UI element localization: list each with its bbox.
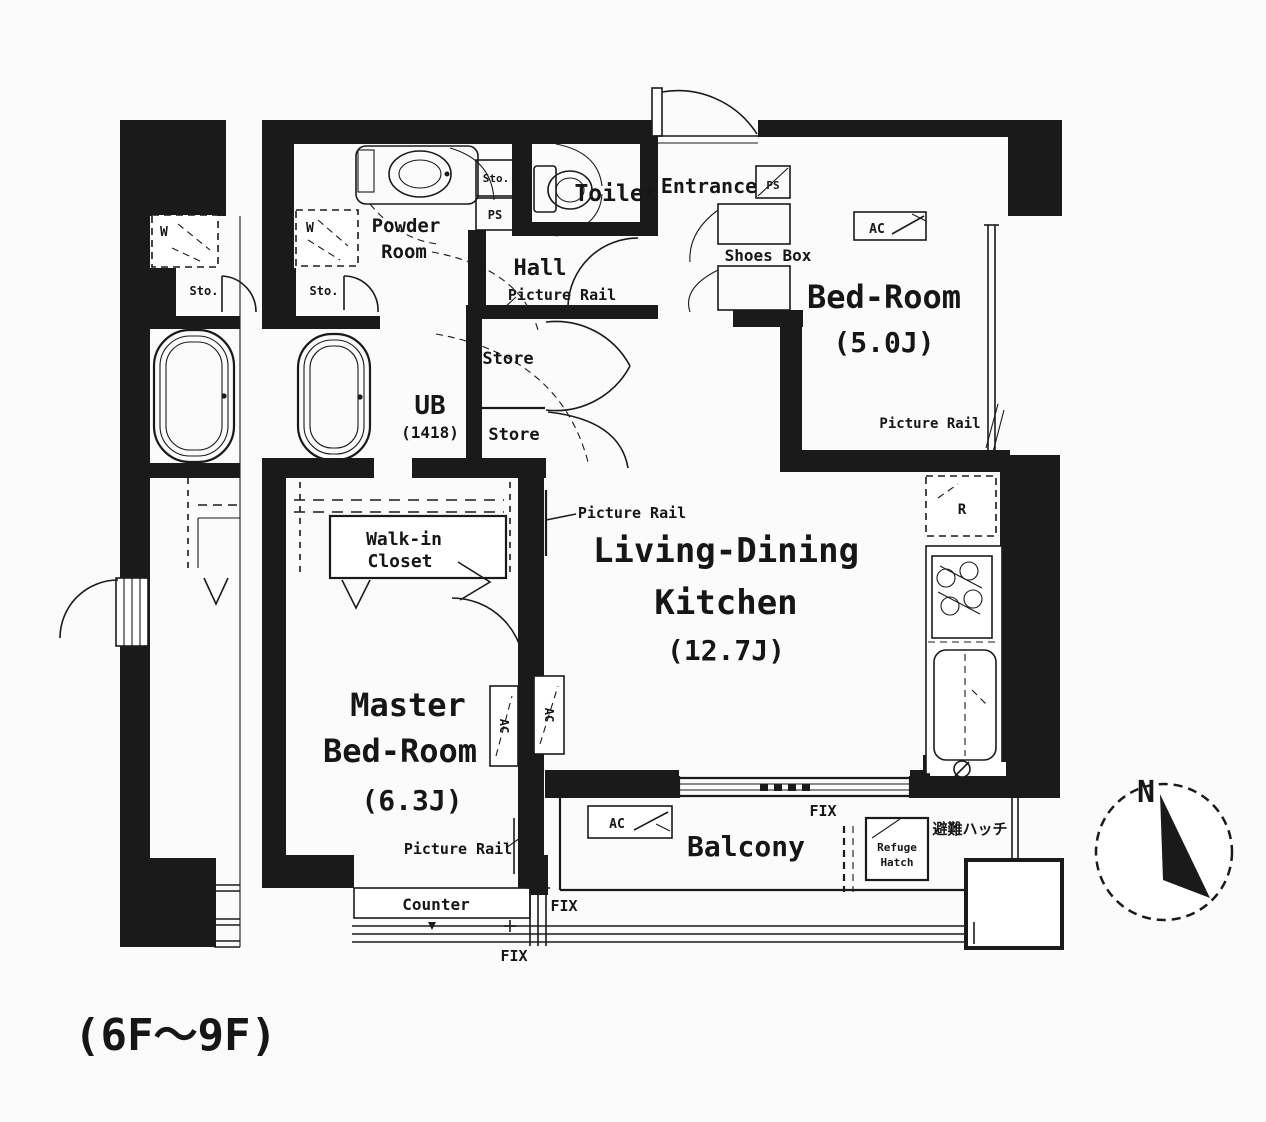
hall: Hall Picture Rail — [503, 237, 639, 309]
sliding-window-icon — [587, 776, 912, 798]
sto-label: Sto. — [483, 172, 510, 185]
compass-north-label: N — [1137, 775, 1155, 810]
stove-icon — [931, 555, 993, 639]
counter-label: Counter — [402, 895, 469, 914]
bathtub-icon — [152, 328, 236, 464]
unit-bath: UB (1418) — [296, 332, 459, 462]
picture-rail-label-ldk: Picture Rail — [578, 504, 686, 522]
walk-in-closet-label2: Closet — [367, 551, 432, 572]
kitchen-strip: R — [925, 475, 1006, 778]
picture-rail-label-master: Picture Rail — [404, 840, 512, 858]
washer-label-neighbor: W — [160, 225, 168, 240]
refuge-hatch-icon — [864, 816, 930, 882]
exterior-door-icon — [59, 577, 149, 647]
toilet-icon — [533, 143, 603, 237]
powder-room-label: Powder — [372, 215, 441, 237]
refrigerator-label: R — [958, 502, 967, 518]
ac-label-master-right: AC — [542, 708, 556, 722]
bed-room: AC Bed-Room (5.0J) Picture Rail — [807, 211, 1005, 453]
washer-box-icon — [295, 209, 359, 267]
fix-label-balcony: FIX — [809, 802, 836, 820]
living-dining-kitchen: Living-Dining Kitchen (12.7J) Picture Ra… — [544, 490, 859, 667]
ps-label: PS — [488, 208, 502, 222]
master-label2: Bed-Room — [323, 732, 477, 770]
storage-door-icon — [221, 275, 257, 313]
master-size-label: (6.3J) — [361, 784, 462, 817]
ac-box-icon — [853, 211, 927, 241]
entry-door-icon — [651, 87, 758, 144]
neighbor-unit — [59, 120, 257, 948]
bed-room-label: Bed-Room — [807, 278, 961, 316]
powder-room: Powder Room Sto. PS Sto. Sto. W W — [160, 145, 589, 463]
picture-rail-label-bedroom: Picture Rail — [879, 416, 980, 432]
refuge-hatch-jp-label: 避難ハッチ — [932, 820, 1007, 838]
ac-label-balcony: AC — [609, 817, 625, 832]
entrance-area: Entrance PS Shoes Box — [651, 87, 812, 313]
master-bed-room: Master Bed-Room (6.3J) Picture Rail AC A… — [323, 597, 565, 919]
ub-label: UB — [414, 391, 445, 421]
bathtub-icon — [296, 332, 372, 462]
ldk-label2: Kitchen — [654, 583, 797, 623]
railing-icon — [352, 920, 966, 943]
neighbor-window-icon — [214, 884, 240, 948]
toilet-room: Toilet — [533, 143, 658, 237]
store-closets: Store Store — [482, 320, 631, 469]
balcony-corner-box — [964, 858, 1064, 950]
counter-box — [353, 887, 531, 919]
vanity-icon — [355, 145, 495, 245]
store-lower-label: Store — [488, 425, 539, 445]
ac-box-vertical-icon — [489, 675, 565, 767]
storage-door-icon — [343, 275, 379, 313]
sto-label-neighbor: Sto. — [190, 284, 219, 298]
hall-label: Hall — [514, 256, 567, 281]
closet-rail-icon — [187, 478, 240, 606]
fix-label-bottom: FIX — [500, 947, 527, 965]
meter-box-icon — [930, 760, 1006, 778]
bed-room-size-label: (5.0J) — [833, 326, 934, 359]
ps-label-entrance: PS — [766, 179, 779, 192]
master-label: Master — [350, 686, 466, 724]
bedroom-window-icon — [984, 224, 999, 453]
store-upper-label: Store — [482, 349, 533, 369]
shoes-box-icon — [688, 203, 791, 313]
refuge-hatch-label: Refuge — [877, 841, 917, 854]
balcony: FIX AC Balcony Refuge Hatch 避難ハッチ — [352, 776, 1064, 965]
sto-label-main: Sto. — [310, 284, 339, 298]
picture-rail-label-hall: Picture Rail — [508, 286, 616, 304]
shoes-box-label: Shoes Box — [725, 246, 812, 265]
balcony-label: Balcony — [687, 830, 805, 863]
ac-label-bedroom: AC — [869, 222, 885, 237]
refuge-hatch-label2: Hatch — [880, 856, 913, 869]
ldk-label: Living-Dining — [593, 531, 859, 571]
washer-box-icon — [151, 214, 219, 268]
entrance-label: Entrance — [661, 174, 757, 198]
ub-size-label: (1418) — [401, 423, 459, 442]
refrigerator-box-icon — [925, 475, 997, 537]
ps-box-icon — [755, 165, 791, 199]
walk-in-closet: Walk-in Closet — [294, 482, 511, 610]
ac-label-master-left: AC — [497, 719, 511, 733]
walk-in-closet-label: Walk-in — [366, 529, 442, 550]
powder-room-label2: Room — [381, 241, 427, 263]
fix-window-icon — [526, 887, 550, 946]
fix-label-side: FIX — [550, 897, 577, 915]
ldk-size-label: (12.7J) — [667, 634, 785, 667]
ac-box-icon-balcony — [587, 805, 673, 839]
kitchen-sink-icon — [933, 649, 997, 761]
floor-range-label: (6F〜9F) — [74, 1010, 277, 1061]
north-arrow-icon — [1160, 794, 1210, 898]
washer-label-main: W — [306, 221, 314, 236]
compass: N — [1094, 775, 1234, 922]
main-unit-walls — [262, 120, 1062, 895]
toilet-label: Toilet — [574, 181, 657, 207]
